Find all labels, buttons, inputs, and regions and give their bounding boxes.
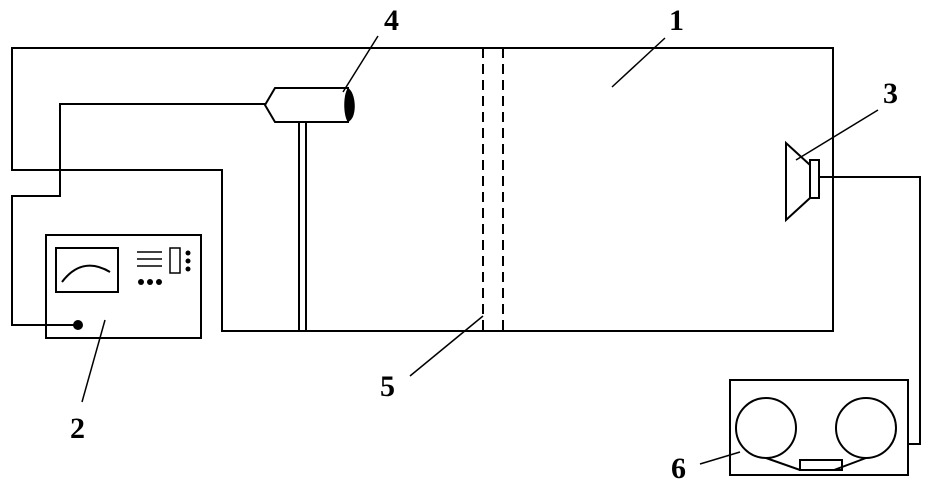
analyzer-trace <box>61 264 111 283</box>
chamber-outline <box>11 47 834 332</box>
label-microphone: 4 <box>384 4 399 37</box>
analyzer-input-jack <box>73 320 83 330</box>
speaker-cone <box>785 140 811 223</box>
analyzer-knob-2 <box>147 279 153 285</box>
label-chamber: 1 <box>669 4 684 37</box>
analyzer-box <box>45 234 202 339</box>
leader-line-4 <box>342 35 379 93</box>
label-partition: 5 <box>380 370 395 403</box>
tape-recorder-box <box>729 379 909 476</box>
speaker-magnet <box>809 159 820 199</box>
speaker-cable <box>819 176 921 445</box>
label-tape-recorder: 6 <box>671 452 686 484</box>
label-analyzer: 2 <box>70 412 85 445</box>
analyzer-screen <box>55 247 119 293</box>
microphone-cable <box>11 103 265 326</box>
analyzer-knob-3 <box>156 279 162 285</box>
leader-line-6 <box>699 451 741 465</box>
microphone-body <box>263 87 349 123</box>
leader-line-5 <box>409 315 484 377</box>
tape-reel-right <box>835 397 897 459</box>
microphone-capsule <box>344 88 355 122</box>
tape-head <box>799 459 843 471</box>
leader-line-3 <box>795 109 879 161</box>
analyzer-button-3 <box>185 266 191 272</box>
analyzer-button-2 <box>185 258 191 264</box>
leader-line-1 <box>611 37 666 88</box>
analyzer-button-1 <box>185 250 191 256</box>
label-speaker: 3 <box>883 77 898 110</box>
leader-line-2 <box>81 319 106 403</box>
tape-reel-left <box>735 397 797 459</box>
analyzer-knob-1 <box>138 279 144 285</box>
analyzer-display-window <box>169 247 181 274</box>
